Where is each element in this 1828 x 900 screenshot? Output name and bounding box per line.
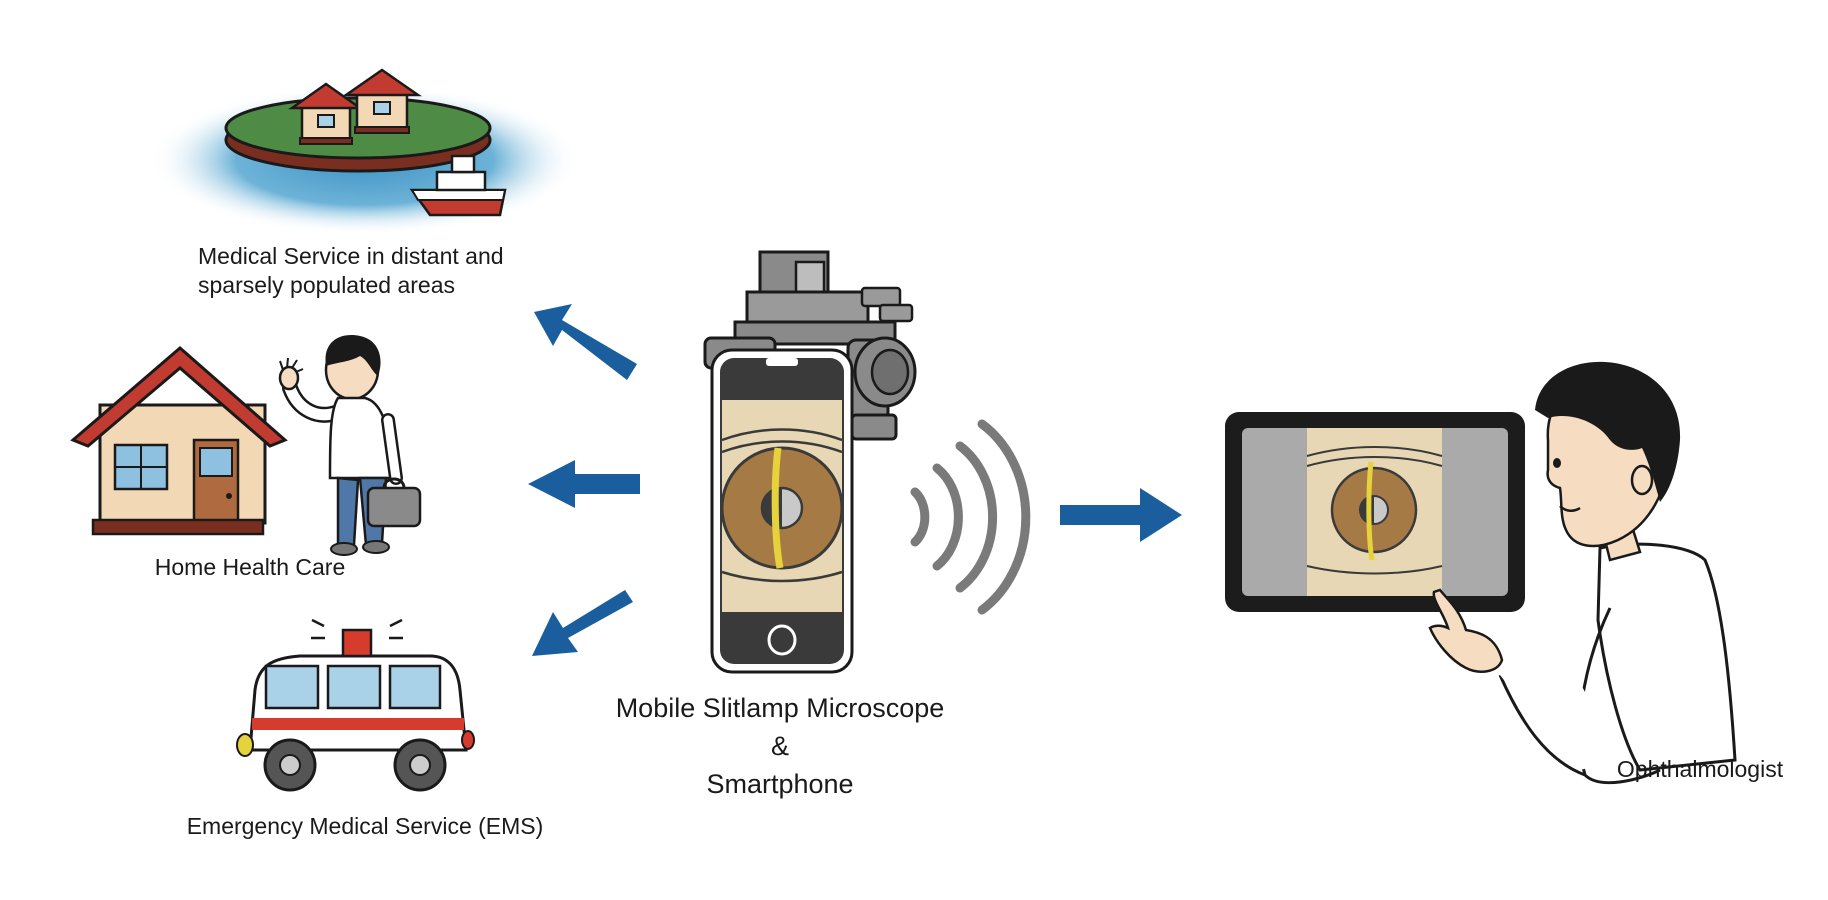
caregiver-icon xyxy=(278,335,422,556)
house-icon xyxy=(70,346,288,536)
label-remote-areas: Medical Service in distant and sparsely … xyxy=(198,242,578,300)
label-home-health-care: Home Health Care xyxy=(154,554,346,580)
island-icon xyxy=(150,68,580,235)
label-device-line1: Mobile Slitlamp Microscope xyxy=(615,693,945,723)
label-device-line2: & xyxy=(770,730,789,761)
label-ophthalmologist: Ophthalmologist xyxy=(1616,756,1784,782)
ambulance-icon xyxy=(236,618,475,792)
tablet-icon xyxy=(1225,412,1525,612)
label-remote-line1: Medical Service in distant and xyxy=(198,243,504,269)
arrow-to-tablet xyxy=(1060,488,1182,542)
arrow-to-home xyxy=(528,460,640,508)
slitlamp-smartphone-icon xyxy=(703,250,917,674)
arrow-to-remote xyxy=(534,304,637,380)
label-remote-line2: sparsely populated areas xyxy=(198,271,455,298)
label-device-line3: Smartphone xyxy=(706,768,854,799)
ophthalmologist-icon xyxy=(1428,361,1737,785)
wireless-signal-icon xyxy=(910,419,1031,615)
arrow-to-ems xyxy=(532,590,633,656)
label-device: Mobile Slitlamp Microscope & Smartphone xyxy=(580,690,980,803)
label-ems: Emergency Medical Service (EMS) xyxy=(186,813,544,839)
